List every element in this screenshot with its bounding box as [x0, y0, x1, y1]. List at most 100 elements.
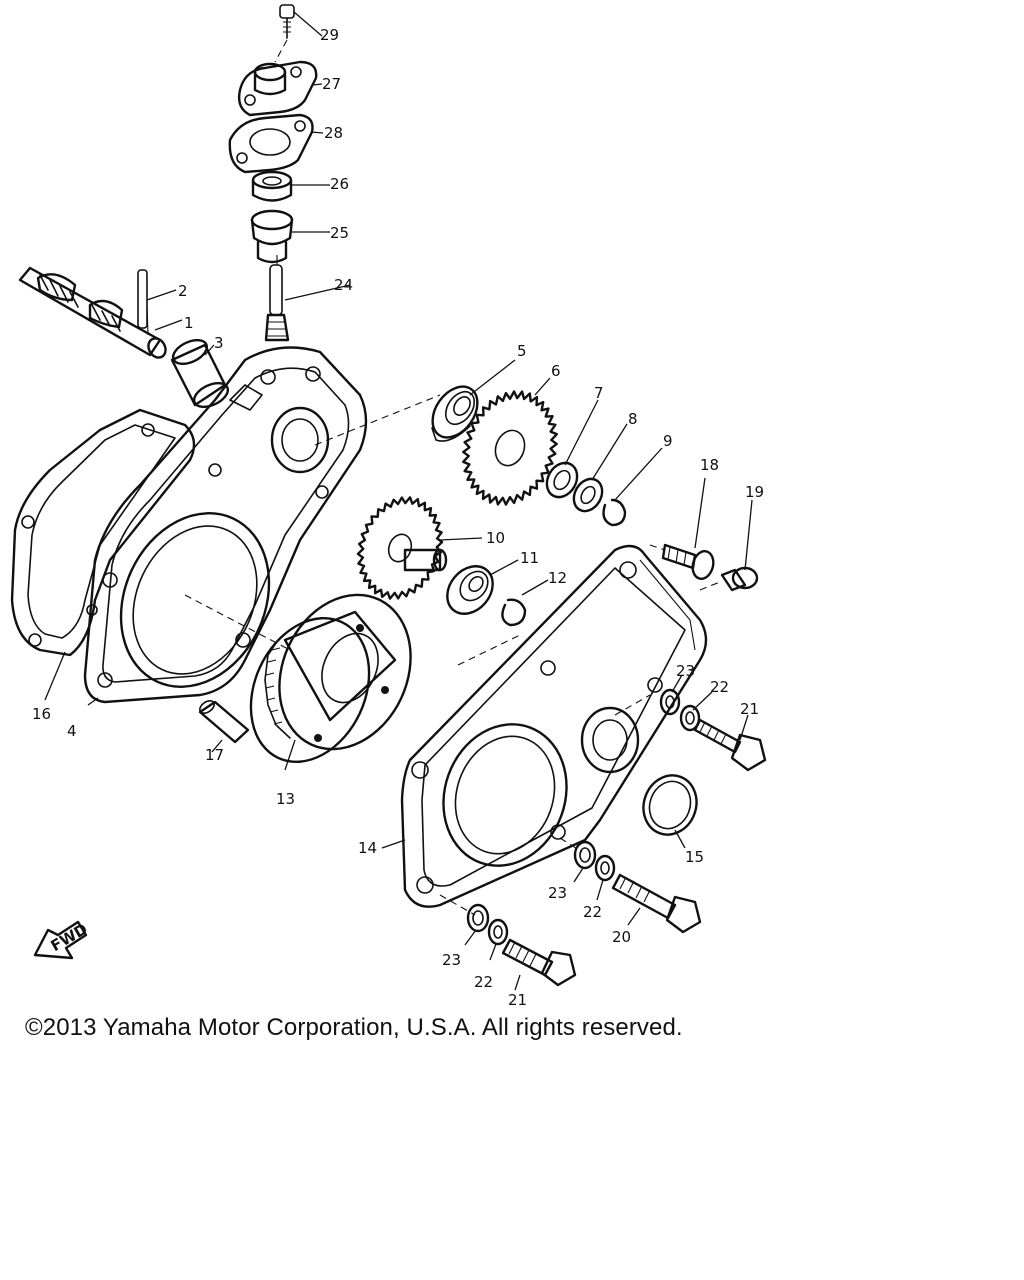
callout-line	[381, 839, 406, 849]
part-2-pin	[137, 269, 149, 336]
callout-line	[211, 739, 223, 753]
part-ref-label: 26	[330, 175, 349, 193]
part-ref-label: 18	[700, 456, 719, 474]
part-ref-label: 10	[486, 529, 505, 547]
part-11-bearing	[446, 565, 494, 615]
part-28-gasket	[228, 113, 314, 174]
part-ref-label: 4	[67, 722, 77, 740]
part-ref-label: 22	[710, 678, 729, 696]
callout-line	[739, 714, 749, 741]
callout-line	[591, 423, 628, 481]
callout-line	[514, 974, 521, 991]
part-ref-label: 9	[663, 432, 673, 450]
callout-line	[573, 867, 584, 883]
part-ref-label: 7	[594, 384, 604, 402]
part-16-gasket	[10, 408, 196, 657]
part-14-cover	[400, 544, 708, 908]
part-21-bolt-lower	[501, 938, 577, 987]
part-ref-label: 14	[358, 839, 377, 857]
callout-line	[614, 447, 663, 501]
callout-line	[521, 579, 549, 596]
part-ref-label: 24	[334, 276, 353, 294]
part-ref-label: 1	[184, 314, 194, 332]
part-27-housing	[237, 60, 318, 117]
part-ref-label: 13	[276, 790, 295, 808]
part-ref-label: 2	[178, 282, 188, 300]
part-20-bolt	[611, 873, 702, 934]
axis-line	[274, 39, 288, 63]
part-26-seal	[251, 170, 293, 202]
part-ref-label: 5	[517, 342, 527, 360]
part-ref-label: 19	[745, 483, 764, 501]
callout-line	[692, 691, 713, 711]
part-25-bushing	[250, 209, 294, 264]
fwd-arrow-icon: FWD	[33, 920, 91, 960]
callout-line	[87, 697, 99, 706]
callout-line	[627, 907, 641, 926]
part-15-snap-ring	[642, 774, 698, 836]
part-10-hub	[403, 548, 448, 572]
part-ref-label: 3	[214, 334, 224, 352]
callout-line	[694, 477, 706, 549]
part-1-shaft	[18, 266, 167, 359]
part-3-bushing	[170, 338, 230, 409]
part-ref-label: 22	[474, 973, 493, 991]
callout-line	[293, 11, 323, 37]
part-ref-label: 8	[628, 410, 638, 428]
callout-line	[744, 499, 753, 571]
callout-line	[284, 739, 296, 771]
callout-line	[310, 131, 324, 134]
part-12-circlip	[501, 598, 527, 627]
washers-22-23	[466, 688, 701, 946]
callout-line	[154, 319, 183, 331]
part-6-gear	[462, 390, 558, 506]
copyright-notice: ©2013 Yamaha Motor Corporation, U.S.A. A…	[25, 1014, 683, 1041]
part-8-washer	[572, 477, 604, 513]
part-ref-label: 22	[583, 903, 602, 921]
part-ref-label: 28	[324, 124, 343, 142]
part-21-bolt-upper	[693, 718, 767, 772]
part-4-case	[83, 346, 368, 704]
part-29-bolt	[279, 4, 295, 39]
callout-line	[674, 829, 686, 849]
part-7-washer	[545, 461, 579, 499]
diagram-canvas: FWD 123456789101112131415161718192021212…	[10, 4, 767, 1009]
part-ref-label: 15	[685, 848, 704, 866]
callout-line	[44, 651, 66, 701]
part-13-clutch-drum	[249, 593, 412, 764]
callout-line	[439, 537, 483, 541]
part-ref-label: 17	[205, 746, 224, 764]
part-ref-label: 12	[548, 569, 567, 587]
part-9-circlip	[602, 498, 627, 527]
part-ref-label: 23	[676, 662, 695, 680]
part-10-gear	[356, 496, 444, 600]
part-24-driven-gear	[264, 255, 290, 342]
callout-line	[534, 377, 551, 396]
part-ref-label: 23	[442, 951, 461, 969]
part-ref-label: 20	[612, 928, 631, 946]
callout-line	[596, 879, 604, 901]
part-ref-label: 25	[330, 224, 349, 242]
part-ref-label: 21	[740, 700, 759, 718]
callout-line	[204, 344, 215, 356]
alignment-lines	[184, 394, 721, 916]
part-ref-label: 27	[322, 75, 341, 93]
part-19-bolt	[720, 566, 759, 592]
callout-line	[464, 929, 477, 946]
part-ref-label: 29	[320, 26, 339, 44]
part-5-bearing	[431, 385, 479, 442]
callout-line	[469, 359, 516, 396]
callout-line	[284, 284, 351, 301]
part-18-bolt	[661, 543, 715, 580]
callout-line	[671, 674, 683, 693]
fwd-label: FWD	[48, 920, 91, 955]
part-17-dowel	[198, 700, 250, 744]
callout-line	[146, 289, 177, 301]
part-ref-label: 21	[508, 991, 527, 1009]
callout-line	[489, 559, 519, 576]
part-ref-label: 16	[32, 705, 51, 723]
callout-line	[312, 83, 323, 86]
callout-line	[489, 943, 497, 961]
